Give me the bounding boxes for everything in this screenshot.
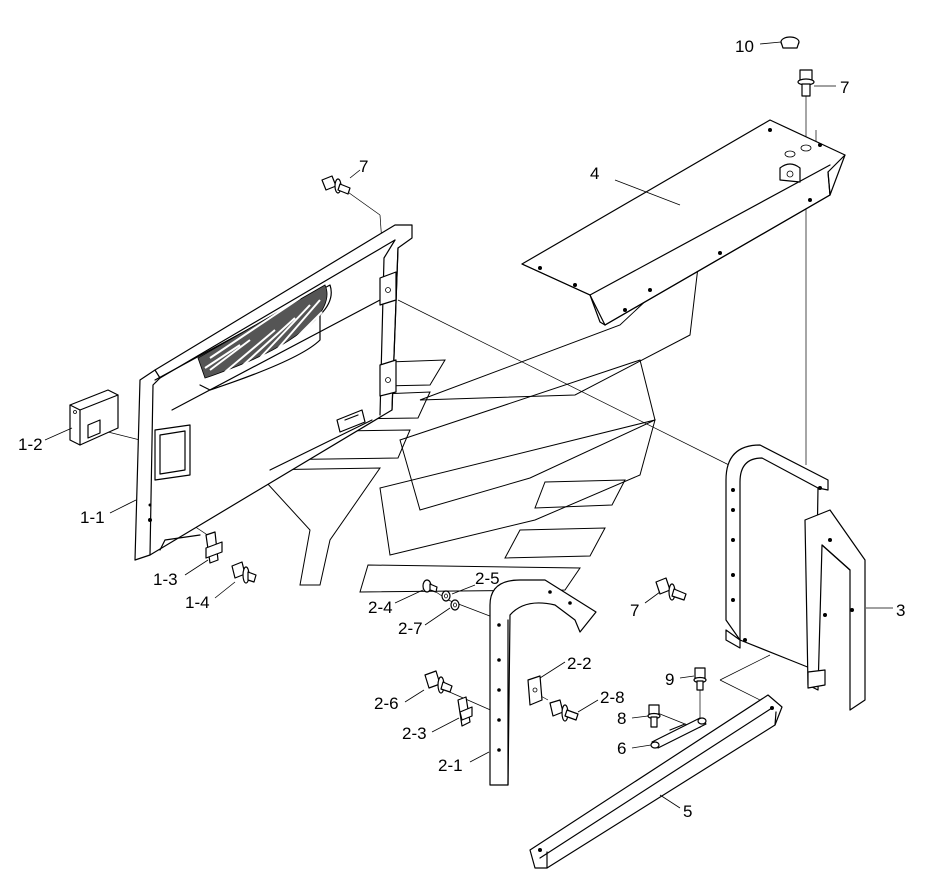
label-7-top: 7 [840,78,849,97]
part-10-cap [780,36,800,49]
label-2-4: 2-4 [368,598,393,617]
callout-labels: 10 7 7 4 3 1-2 1-1 1-3 1-4 2-4 2-5 2-7 2… [18,37,905,821]
part-2-6-bolt [424,670,453,694]
part-2-8-bolt [549,699,579,722]
label-5: 5 [683,802,692,821]
part-4-top-plate [521,119,846,326]
label-8: 8 [617,709,626,728]
label-9: 9 [665,670,674,689]
part-1-1-door-panel [134,224,413,561]
label-2-5: 2-5 [475,569,500,588]
part-2-4-bolt [422,579,438,593]
callout-lines [44,41,893,809]
part-1-4-bolt [231,561,257,584]
part-3-frame [725,444,866,711]
part-2-1-u-bracket [489,579,597,786]
part-8-bolt [647,704,661,728]
label-1-2: 1-2 [18,435,43,454]
part-7-bolt-frame [655,577,687,601]
part-2-2-plate [527,675,543,706]
label-6: 6 [617,739,626,758]
label-7-left: 7 [359,157,368,176]
label-1-3: 1-3 [153,570,178,589]
part-7-bolt-top [797,69,815,97]
label-2-6: 2-6 [374,694,399,713]
part-2-7-nut [450,599,460,611]
label-2-8: 2-8 [600,688,625,707]
vent-grille [197,284,328,379]
part-2-3-clip [457,696,473,727]
label-7-frame: 7 [630,601,639,620]
label-2-3: 2-3 [402,724,427,743]
label-2-2: 2-2 [567,654,592,673]
label-4: 4 [590,164,599,183]
part-9-bolt [693,667,707,691]
label-2-7: 2-7 [398,619,423,638]
part-2-5-washer [441,590,451,602]
label-1-4: 1-4 [185,593,210,612]
part-5-angle-bar [529,694,783,869]
label-3: 3 [896,601,905,620]
part-6-link [650,717,707,749]
part-7-bolt-left [321,175,351,195]
part-1-2-lock [69,389,119,446]
label-2-1: 2-1 [438,756,463,775]
part-1-3-clip [205,531,223,564]
label-1-1: 1-1 [80,508,105,527]
label-10: 10 [735,37,754,56]
